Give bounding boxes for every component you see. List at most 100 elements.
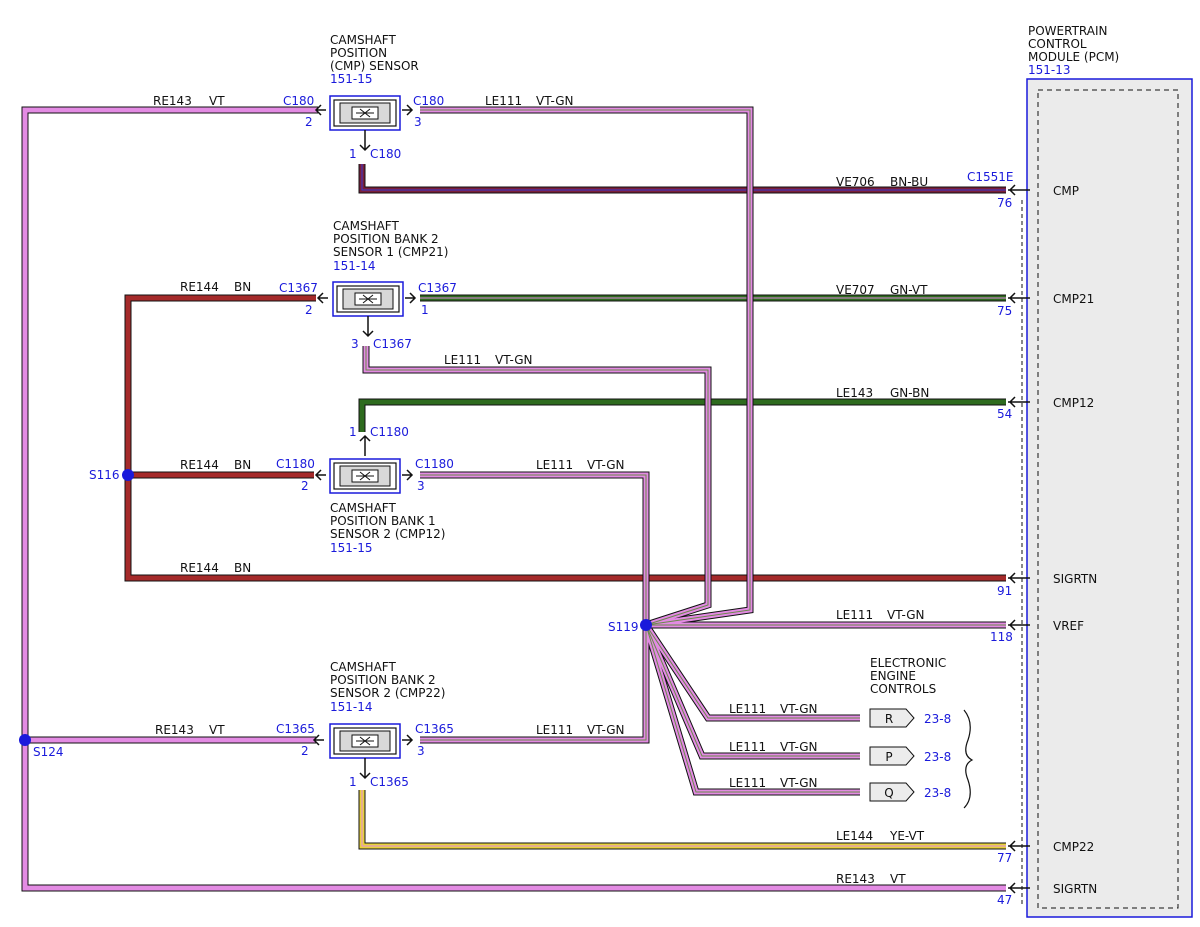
c1367-right-label[interactable]: C1367 (418, 281, 457, 295)
lbl-re143-top-circuit: RE143 (153, 94, 192, 108)
splice-s119-label: S119 (608, 620, 639, 634)
pcm-signal-cmp12: CMP12 (1053, 396, 1094, 410)
sensor-cmp22[interactable] (312, 723, 414, 780)
pcm-title-1: POWERTRAIN (1028, 24, 1108, 38)
splice-s116[interactable] (122, 469, 134, 481)
lbl-le144-color: YE-VT (889, 829, 925, 843)
c180-bottom-label[interactable]: C180 (370, 147, 401, 161)
sensor-cmp12[interactable] (314, 434, 414, 494)
c1365-pin-2: 2 (301, 744, 309, 758)
lbl-re144-top-circuit: RE144 (180, 280, 219, 294)
pcm-signal-sigrtn-47: SIGRTN (1053, 882, 1097, 896)
sensor-cmp21-name-1: CAMSHAFT (333, 219, 399, 233)
lbl-ve707-color: GN-VT (890, 283, 928, 297)
sensor-cmp-ref[interactable]: 151-15 (330, 72, 373, 86)
eec-ref-p[interactable]: P (869, 746, 915, 766)
wire-labels: RE143 VT LE111 VT-GN VE706 BN-BU RE144 B… (153, 94, 929, 886)
splice-s124-label: S124 (33, 745, 64, 759)
pcm-pin-76: 76 (997, 196, 1012, 210)
sensor-cmp22-name-3: SENSOR 2 (CMP22) (330, 686, 445, 700)
lbl-le111-cmp12-color: VT-GN (587, 458, 624, 472)
sensor-cmp12-name-3: SENSOR 2 (CMP12) (330, 527, 445, 541)
pcm-signal-cmp: CMP (1053, 184, 1079, 198)
pcm-pin-arrows (1008, 184, 1030, 894)
eec-ref-q[interactable]: Q (869, 782, 915, 802)
pcm-signal-sigrtn-91: SIGRTN (1053, 572, 1097, 586)
sensor-cmp22-ref[interactable]: 151-14 (330, 700, 373, 714)
lbl-le111-r-circuit: LE111 (729, 702, 766, 716)
c1180-top-label[interactable]: C1180 (370, 425, 409, 439)
c1365-pin-3: 3 (417, 744, 425, 758)
c1365-right-label[interactable]: C1365 (415, 722, 454, 736)
lbl-le111-cmp22-color: VT-GN (587, 723, 624, 737)
lbl-le111-cmp21-circuit: LE111 (444, 353, 481, 367)
pcm-pin-47: 47 (997, 893, 1012, 907)
lbl-le111-cmp22-circuit: LE111 (536, 723, 573, 737)
wire-ve706 (358, 164, 1006, 194)
wire-re143-loop (21, 106, 1006, 892)
c1367-pin-1: 1 (421, 303, 429, 317)
lbl-re143-bottom-circuit: RE143 (836, 872, 875, 886)
eec-ref-p-page[interactable]: 23-8 (924, 750, 951, 764)
lbl-ve706-color: BN-BU (890, 175, 928, 189)
lbl-le111-cmp12-circuit: LE111 (536, 458, 573, 472)
sensor-cmp[interactable] (314, 95, 414, 152)
sensor-cmp12-ref[interactable]: 151-15 (330, 541, 373, 555)
c1367-bottom-label[interactable]: C1367 (373, 337, 412, 351)
sensor-cmp21-ref[interactable]: 151-14 (333, 259, 376, 273)
c1367-pin-3: 3 (351, 337, 359, 351)
c180-pin-1: 1 (349, 147, 357, 161)
splice-s119[interactable] (640, 619, 652, 631)
pcm-pin-75: 75 (997, 304, 1012, 318)
lbl-le111-top-color: VT-GN (536, 94, 573, 108)
c1367-pin-2: 2 (305, 303, 313, 317)
lbl-le111-top-circuit: LE111 (485, 94, 522, 108)
eec-ref-q-page[interactable]: 23-8 (924, 786, 951, 800)
pcm-ref[interactable]: 151-13 (1028, 63, 1071, 77)
wire-le111-network (362, 106, 1006, 796)
wire-le144 (358, 790, 1006, 850)
lbl-ve707-circuit: VE707 (836, 283, 875, 297)
pcm-title-3: MODULE (PCM) (1028, 50, 1119, 64)
c1180-left-label[interactable]: C1180 (276, 457, 315, 471)
eec-brace (963, 709, 974, 809)
pcm-signal-cmp21: CMP21 (1053, 292, 1094, 306)
c180-left-label[interactable]: C180 (283, 94, 314, 108)
wire-le143 (358, 398, 1006, 432)
sensor-cmp22-name-2: POSITION BANK 2 (330, 673, 436, 687)
lbl-re144-top-color: BN (234, 280, 251, 294)
sensor-cmp-name-2: POSITION (330, 46, 387, 60)
c1365-left-label[interactable]: C1365 (276, 722, 315, 736)
sensor-cmp-name-1: CAMSHAFT (330, 33, 396, 47)
pcm-signal-vref: VREF (1053, 619, 1084, 633)
pcm-connector[interactable]: C1551E (967, 170, 1014, 184)
lbl-le111-p-circuit: LE111 (729, 740, 766, 754)
pcm-box (1026, 78, 1193, 918)
c1180-pin-2: 2 (301, 479, 309, 493)
c1180-right-label[interactable]: C1180 (415, 457, 454, 471)
sensor-cmp-name-3: (CMP) SENSOR (330, 59, 419, 73)
eec-ref-r-letter: R (885, 712, 893, 726)
sensor-cmp21[interactable] (316, 281, 417, 338)
eec-ref-r[interactable]: R (869, 708, 915, 728)
lbl-le144-circuit: LE144 (836, 829, 873, 843)
c180-right-label[interactable]: C180 (413, 94, 444, 108)
sensor-cmp12-name-2: POSITION BANK 1 (330, 514, 436, 528)
pcm-title-2: CONTROL (1028, 37, 1087, 51)
c180-pin-3: 3 (414, 115, 422, 129)
c1365-bottom-label[interactable]: C1365 (370, 775, 409, 789)
lbl-le111-vref-color: VT-GN (887, 608, 924, 622)
c1367-left-label[interactable]: C1367 (279, 281, 318, 295)
eec-ref-p-letter: P (885, 750, 892, 764)
lbl-le111-q-circuit: LE111 (729, 776, 766, 790)
lbl-re143-bottom-color: VT (890, 872, 906, 886)
lbl-le111-q-color: VT-GN (780, 776, 817, 790)
eec-ref-r-page[interactable]: 23-8 (924, 712, 951, 726)
eec-title-3: CONTROLS (870, 682, 936, 696)
c180-pin-2: 2 (305, 115, 313, 129)
lbl-re143-mid-circuit: RE143 (155, 723, 194, 737)
splice-s124[interactable] (19, 734, 31, 746)
lbl-re144-mid-color: BN (234, 458, 251, 472)
wire-re144 (124, 294, 1006, 582)
lbl-le143-circuit: LE143 (836, 386, 873, 400)
